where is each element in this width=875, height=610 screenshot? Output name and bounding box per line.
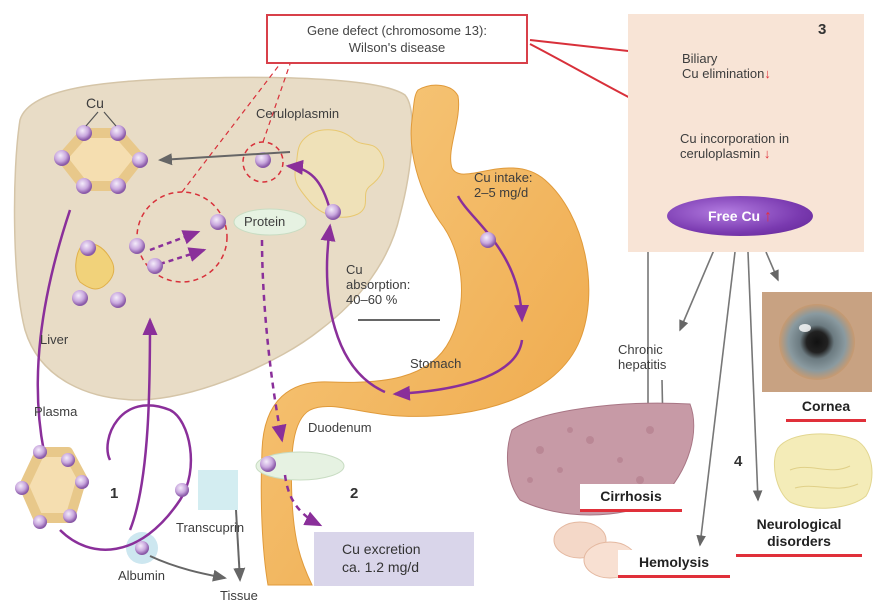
step-number-2: 2 — [350, 486, 358, 501]
ceruloplasmin-incorporation-label: Cu incorporation in ceruloplasmin ↓ — [680, 116, 850, 161]
stomach-label: Stomach — [410, 356, 461, 371]
protein-label: Protein — [244, 214, 285, 229]
brain-image — [774, 434, 872, 508]
biliary-elimination-label: Biliary Cu elimination↓ — [682, 36, 842, 81]
cu-absorption-label: Cu absorption: 40–60 % — [346, 262, 410, 307]
gene-defect-line2: Wilson's disease — [268, 39, 526, 56]
liver-shape — [15, 77, 413, 400]
down-arrow-icon: ↓ — [760, 146, 770, 161]
free-cu-ellipse: Free Cu ↑ — [667, 196, 813, 236]
neurological-disorders-tag: Neurological disorders — [736, 512, 862, 557]
cirrhosis-tag: Cirrhosis — [580, 484, 682, 512]
ceruloplasmin-label: Ceruloplasmin — [256, 106, 339, 121]
step-number-4: 4 — [734, 454, 742, 469]
chronic-hepatitis-label: Chronic hepatitis — [618, 342, 666, 372]
gene-defect-box: Gene defect (chromosome 13): Wilson's di… — [266, 14, 528, 64]
cu-label: Cu — [86, 96, 104, 111]
duodenum-label: Duodenum — [308, 420, 372, 435]
gene-defect-line1: Gene defect (chromosome 13): — [268, 22, 526, 39]
tissue-label: Tissue — [220, 588, 258, 603]
panel-number-3: 3 — [818, 22, 826, 37]
transcuprin-label: Transcuprin — [176, 520, 244, 535]
plasma-label: Plasma — [34, 404, 77, 419]
step-number-1: 1 — [110, 486, 118, 501]
transcuprin-shape — [198, 470, 238, 510]
cu-intake-label: Cu intake: 2–5 mg/d — [474, 170, 533, 200]
free-cu-label: Free Cu — [708, 208, 760, 224]
cu-excretion-box: Cu excretion ca. 1.2 mg/d — [314, 532, 474, 586]
cornea-tag: Cornea — [786, 394, 866, 422]
albumin-label: Albumin — [118, 568, 165, 583]
hemolysis-tag: Hemolysis — [618, 550, 730, 578]
up-arrow-icon: ↑ — [764, 208, 772, 225]
down-arrow-icon: ↓ — [764, 66, 771, 81]
liver-label: Liver — [40, 332, 68, 347]
